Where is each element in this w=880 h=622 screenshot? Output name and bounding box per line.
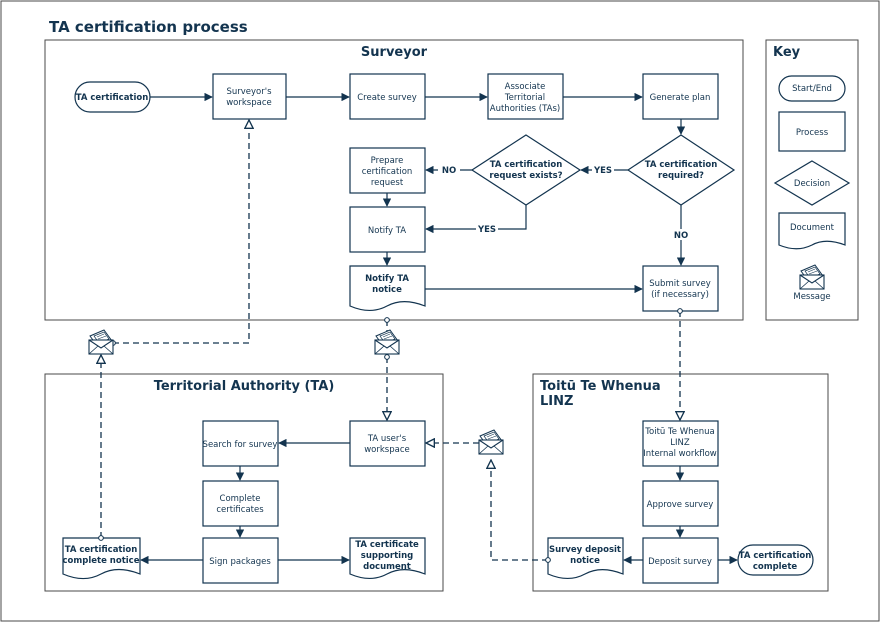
key-message-envelope-icon bbox=[799, 264, 825, 290]
process-submit-survey: Submit survey (if necessary) bbox=[642, 265, 719, 312]
process-search-for-survey: Search for survey bbox=[202, 420, 279, 467]
svg-text:certificates: certificates bbox=[216, 505, 264, 515]
svg-text:notice: notice bbox=[372, 285, 402, 295]
svg-text:Territorial: Territorial bbox=[504, 93, 545, 103]
label-yes-exists: YES bbox=[477, 225, 496, 235]
svg-text:Decision: Decision bbox=[794, 179, 830, 189]
process-ta-user-workspace: TA user's workspace bbox=[349, 420, 426, 467]
process-linz-internal-workflow: Toitū Te Whenua LINZ Internal workflow bbox=[642, 420, 719, 467]
message-envelope-icon-deposit-notice bbox=[478, 429, 504, 455]
label-yes-required: YES bbox=[593, 166, 612, 176]
svg-text:document: document bbox=[363, 562, 411, 572]
svg-text:TA certificate: TA certificate bbox=[355, 540, 419, 550]
svg-text:request: request bbox=[371, 178, 404, 188]
svg-text:Notify TA: Notify TA bbox=[368, 226, 406, 236]
key-decision: Decision bbox=[773, 160, 851, 206]
svg-text:Process: Process bbox=[796, 128, 829, 138]
svg-text:Deposit survey: Deposit survey bbox=[648, 557, 712, 567]
document-ta-certification-complete-notice: TA certification complete notice bbox=[62, 537, 141, 580]
process-deposit-survey: Deposit survey bbox=[642, 537, 719, 584]
message-envelope-icon-complete-notice bbox=[88, 329, 114, 355]
start-ta-certification: TA certification bbox=[74, 81, 151, 113]
svg-text:Complete: Complete bbox=[220, 494, 261, 504]
key-title: Key bbox=[773, 45, 801, 60]
svg-text:Sign packages: Sign packages bbox=[209, 557, 271, 567]
key-message-label: Message bbox=[793, 292, 830, 302]
svg-text:TA certification: TA certification bbox=[490, 160, 563, 170]
svg-text:complete notice: complete notice bbox=[63, 556, 140, 566]
svg-text:TA certification: TA certification bbox=[645, 160, 718, 170]
svg-text:required?: required? bbox=[658, 171, 704, 181]
svg-text:Search for survey: Search for survey bbox=[203, 440, 278, 450]
process-complete-certificates: Complete certificates bbox=[202, 480, 279, 527]
document-notify-ta-notice: Notify TA notice bbox=[349, 265, 426, 312]
process-approve-survey: Approve survey bbox=[642, 480, 719, 527]
end-ta-certification-complete: TA certification complete bbox=[737, 544, 814, 576]
svg-text:TA certification: TA certification bbox=[76, 93, 149, 103]
svg-text:workspace: workspace bbox=[226, 98, 272, 108]
svg-text:Document: Document bbox=[790, 223, 835, 233]
svg-text:request exists?: request exists? bbox=[489, 171, 562, 181]
lane-title-ta: Territorial Authority (TA) bbox=[154, 379, 335, 394]
page-title: TA certification process bbox=[49, 18, 248, 36]
svg-text:Submit survey: Submit survey bbox=[649, 279, 710, 289]
decision-ta-certification-request-exists: TA certification request exists? bbox=[470, 134, 582, 206]
svg-text:certification: certification bbox=[362, 167, 413, 177]
svg-text:Associate: Associate bbox=[505, 82, 546, 92]
svg-text:notice: notice bbox=[570, 556, 600, 566]
decision-ta-certification-required: TA certification required? bbox=[626, 134, 736, 206]
process-prepare-certification-request: Prepare certification request bbox=[349, 147, 426, 194]
message-envelope-icon-notify-ta bbox=[374, 329, 400, 355]
svg-text:Survey deposit: Survey deposit bbox=[549, 545, 621, 555]
svg-text:TA user's: TA user's bbox=[367, 434, 407, 444]
svg-text:LINZ: LINZ bbox=[670, 438, 690, 448]
lane-title-linz-2: LINZ bbox=[540, 394, 573, 409]
process-surveyor-workspace: Surveyor's workspace bbox=[212, 73, 287, 120]
svg-text:Internal workflow: Internal workflow bbox=[643, 449, 717, 459]
lane-surveyor bbox=[44, 39, 744, 321]
svg-text:Prepare: Prepare bbox=[371, 156, 404, 166]
process-sign-packages: Sign packages bbox=[202, 537, 279, 584]
svg-text:Start/End: Start/End bbox=[792, 84, 832, 94]
svg-text:TA certification: TA certification bbox=[739, 551, 812, 561]
svg-text:supporting: supporting bbox=[361, 551, 413, 561]
document-survey-deposit-notice: Survey deposit notice bbox=[547, 537, 624, 580]
svg-text:Authorities (TAs): Authorities (TAs) bbox=[490, 104, 560, 114]
svg-text:Toitū Te Whenua: Toitū Te Whenua bbox=[644, 427, 714, 437]
svg-text:Surveyor's: Surveyor's bbox=[226, 87, 272, 97]
svg-text:Notify TA: Notify TA bbox=[365, 274, 409, 284]
svg-text:Approve survey: Approve survey bbox=[647, 500, 714, 510]
lane-territorial-authority bbox=[44, 373, 444, 592]
key-start-end: Start/End bbox=[778, 75, 846, 102]
process-associate-tas: Associate Territorial Authorities (TAs) bbox=[487, 73, 564, 120]
label-no-required: NO bbox=[674, 231, 688, 241]
svg-text:Create survey: Create survey bbox=[357, 93, 417, 103]
svg-text:Generate plan: Generate plan bbox=[650, 93, 711, 103]
key-process: Process bbox=[778, 111, 846, 152]
key-document: Document bbox=[778, 212, 846, 250]
lane-title-surveyor: Surveyor bbox=[361, 45, 428, 60]
process-create-survey: Create survey bbox=[349, 73, 426, 120]
lane-title-linz-1: Toitū Te Whenua bbox=[540, 379, 661, 394]
label-no-exists: NO bbox=[442, 166, 456, 176]
process-notify-ta: Notify TA bbox=[349, 206, 426, 253]
process-generate-plan: Generate plan bbox=[642, 73, 719, 120]
svg-text:TA certification: TA certification bbox=[65, 545, 138, 555]
key-panel bbox=[765, 39, 859, 321]
svg-text:(if necessary): (if necessary) bbox=[651, 290, 709, 300]
document-ta-certificate-supporting-document: TA certificate supporting document bbox=[349, 537, 426, 580]
svg-text:workspace: workspace bbox=[364, 445, 410, 455]
svg-text:complete: complete bbox=[753, 562, 798, 572]
